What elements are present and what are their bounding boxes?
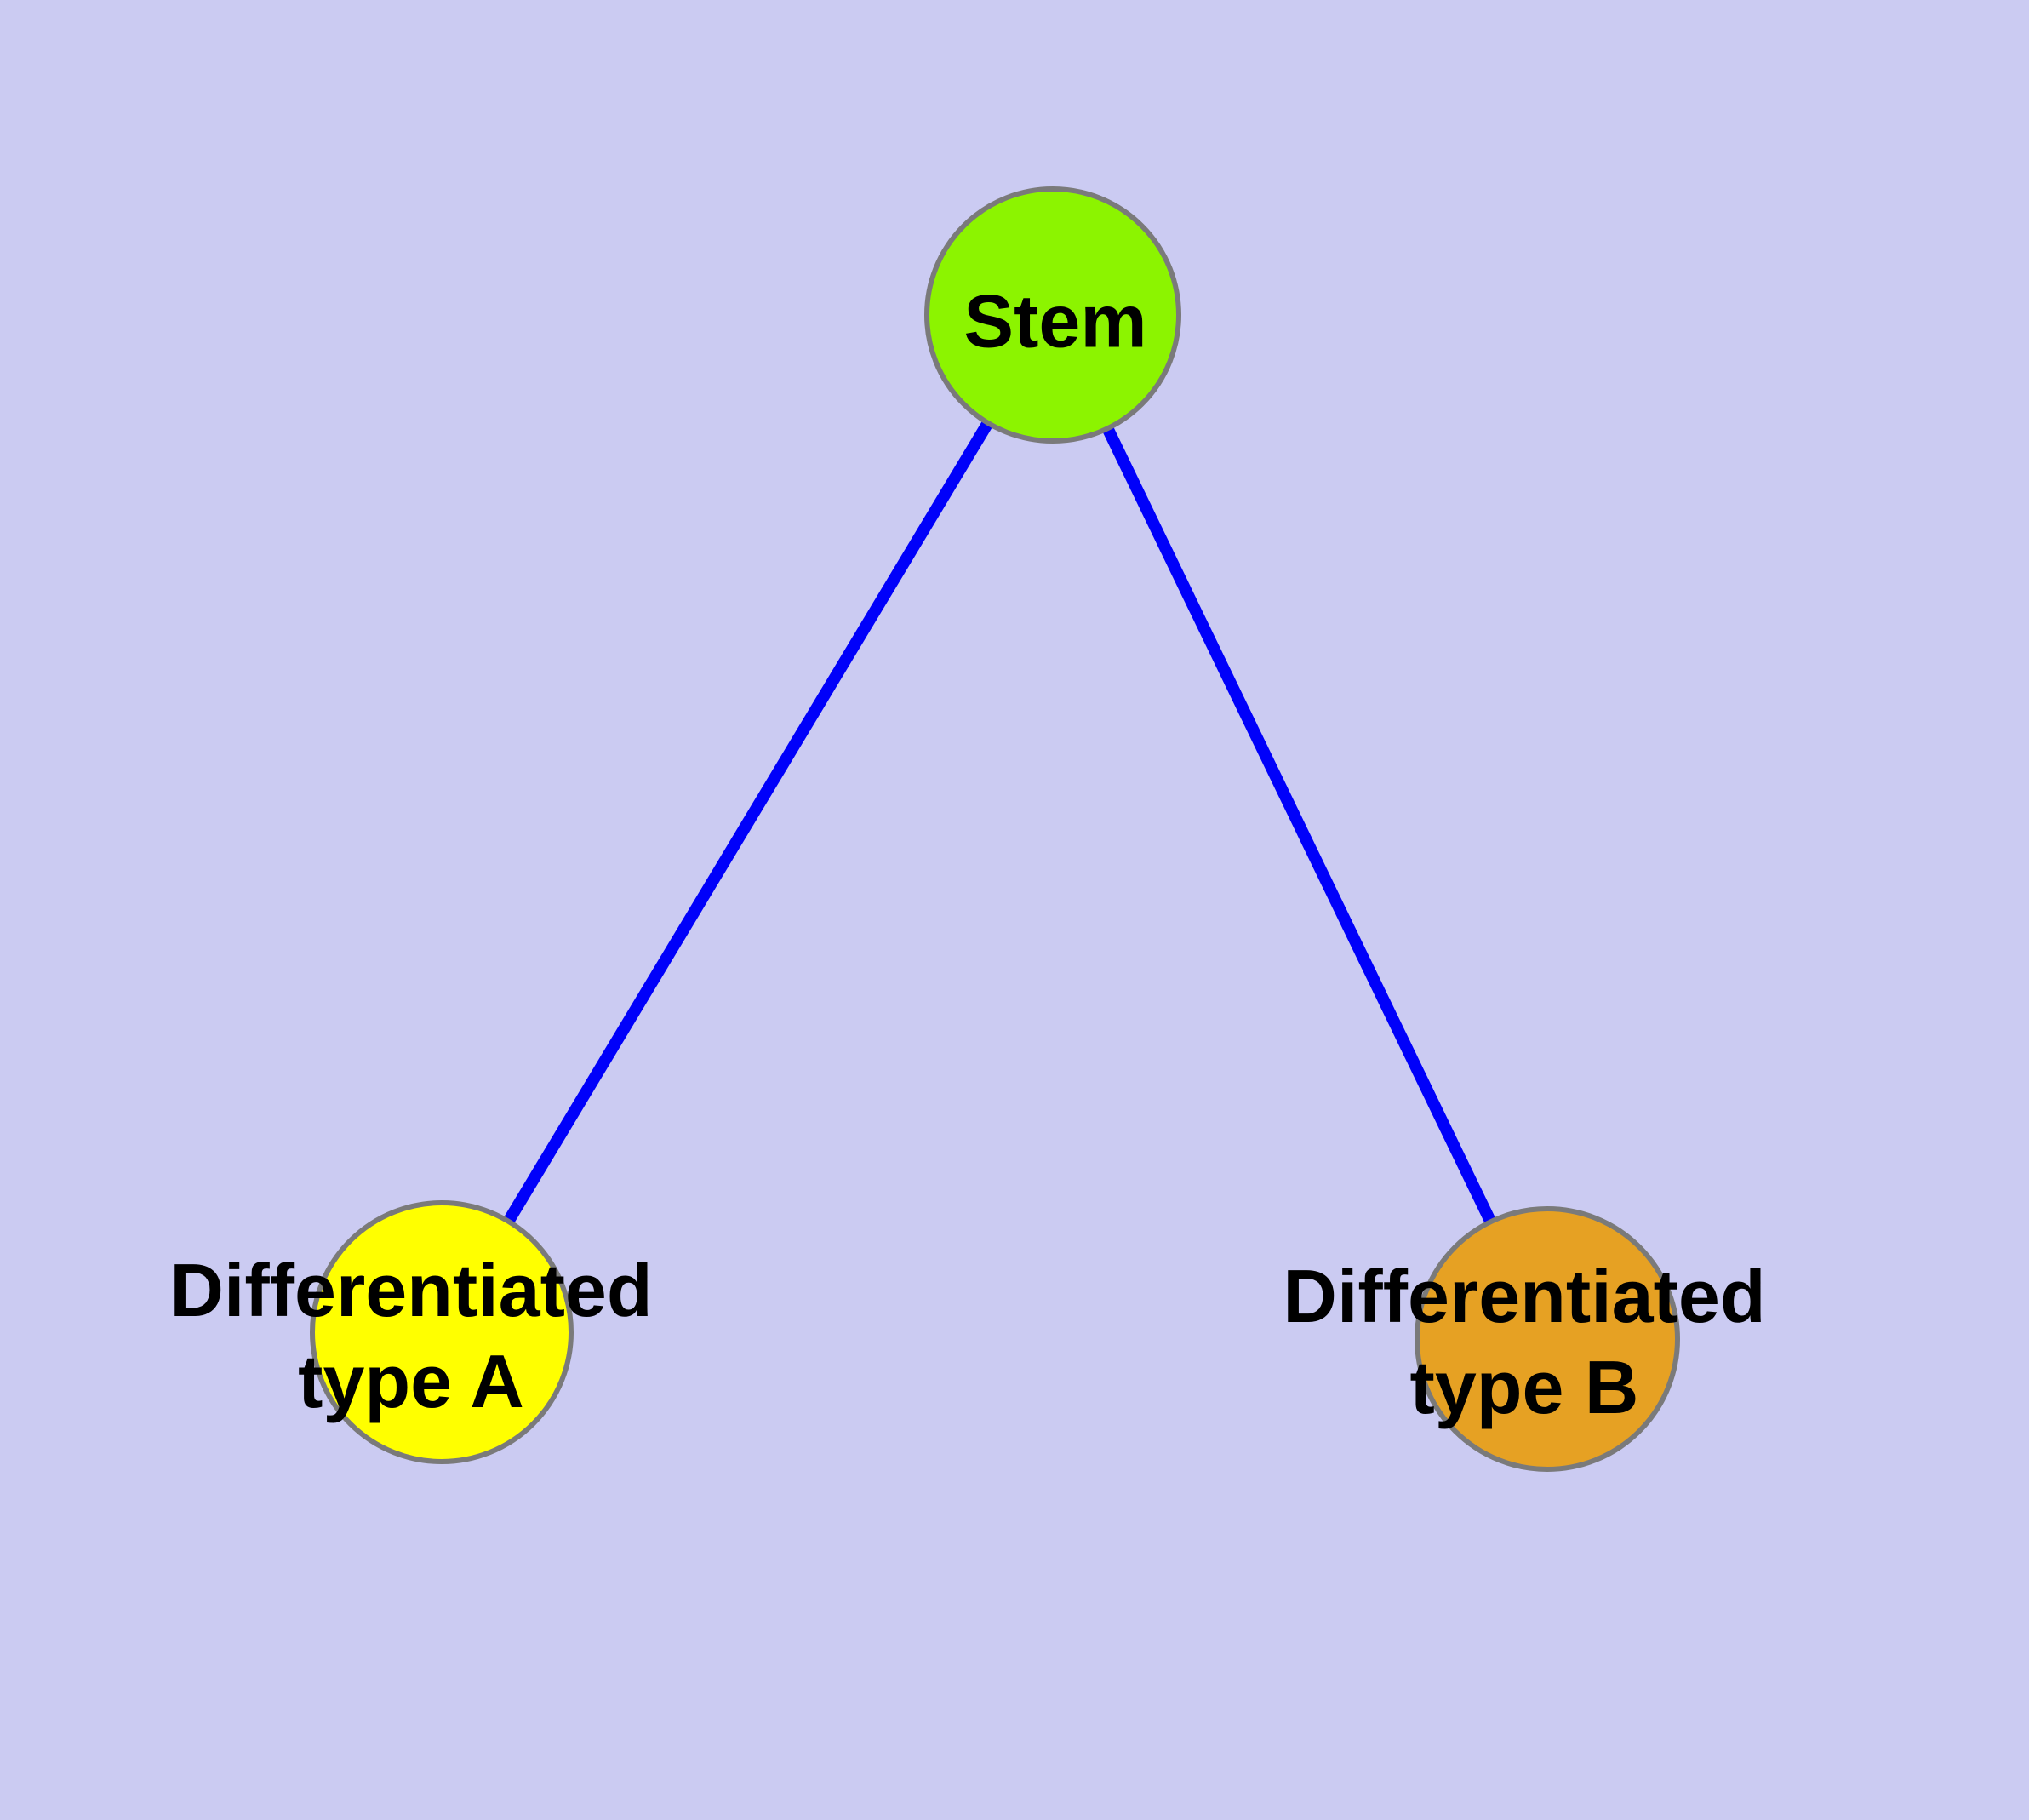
node-label-type-b-line-1: Differentiated: [1283, 1254, 1766, 1338]
node-label-stem-line-1: Stem: [963, 278, 1147, 363]
node-label-differentiated-type-a: Differentiated type A: [169, 1245, 652, 1427]
node-label-stem: Stem: [963, 276, 1146, 367]
node-label-type-a-line-2: type A: [298, 1339, 524, 1423]
node-label-differentiated-type-b: Differentiated type B: [1283, 1251, 1765, 1433]
edge-stem-to-type-a: [436, 312, 1059, 1336]
node-label-type-b-line-2: type B: [1409, 1345, 1639, 1429]
node-label-type-a-line-1: Differentiated: [169, 1248, 653, 1332]
node-circle-differentiated-type-a: [310, 1200, 574, 1464]
node-circle-differentiated-type-b: [1415, 1206, 1680, 1472]
node-circle-stem: [924, 186, 1181, 444]
edge-stem-to-type-b: [1047, 312, 1553, 1342]
